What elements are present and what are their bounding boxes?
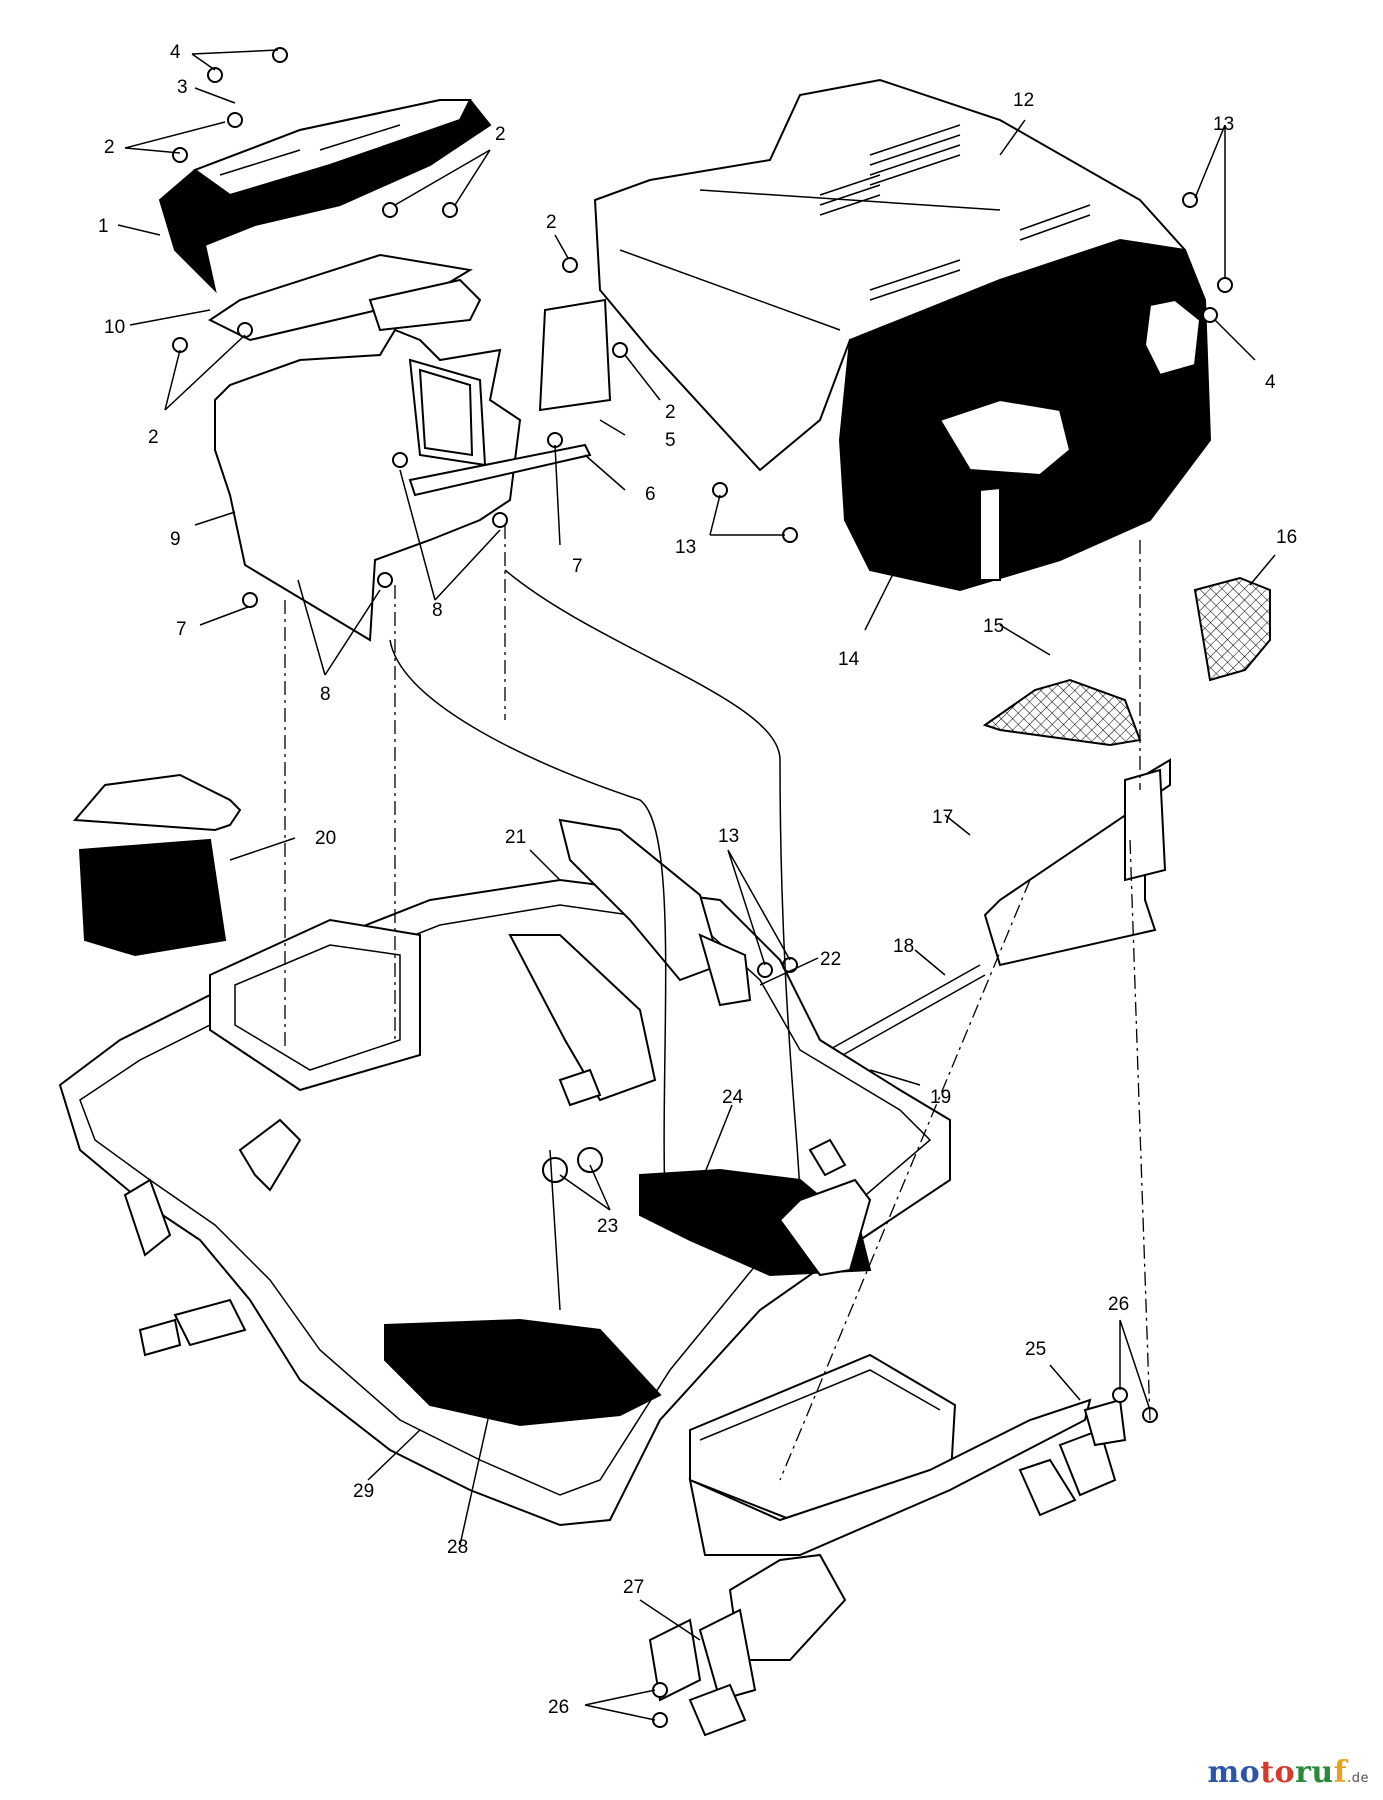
grille-left xyxy=(982,678,1142,747)
callout-20: 20 xyxy=(315,828,336,849)
callout-10: 10 xyxy=(104,317,125,338)
callout-7: 7 xyxy=(572,556,583,577)
dash-panel xyxy=(208,253,612,642)
callout-13: 13 xyxy=(675,537,696,558)
fasteners xyxy=(172,47,1233,1728)
callout-12: 12 xyxy=(1013,90,1034,111)
callout-13: 13 xyxy=(1213,114,1234,135)
hood xyxy=(593,78,1212,592)
callout-5: 5 xyxy=(665,430,676,451)
callout-4: 4 xyxy=(170,42,181,63)
callout-13: 13 xyxy=(718,826,739,847)
callout-6: 6 xyxy=(645,484,656,505)
hood-vents xyxy=(819,124,1091,301)
callout-8: 8 xyxy=(320,684,331,705)
callout-17: 17 xyxy=(932,807,953,828)
callouts: 4 3 2 2 1 2 10 2 2 5 6 7 9 8 7 8 12 13 4… xyxy=(98,42,1297,1718)
callout-23: 23 xyxy=(597,1216,618,1237)
callout-16: 16 xyxy=(1276,527,1297,548)
callout-27: 27 xyxy=(623,1577,644,1598)
battery-box xyxy=(72,773,242,957)
callout-19: 19 xyxy=(930,1087,951,1108)
callout-9: 9 xyxy=(170,529,181,550)
dash-console xyxy=(158,99,492,294)
callout-15: 15 xyxy=(983,616,1004,637)
callout-2: 2 xyxy=(495,124,506,145)
reference-lines xyxy=(284,525,1151,1481)
callout-26: 26 xyxy=(548,1697,569,1718)
motoruf-logo: motoruf.de xyxy=(1207,1755,1369,1790)
callout-3: 3 xyxy=(177,77,188,98)
callout-2: 2 xyxy=(148,427,159,448)
callout-2: 2 xyxy=(104,137,115,158)
hood-bracket xyxy=(819,758,1171,1096)
callout-22: 22 xyxy=(820,949,841,970)
fender-body xyxy=(58,818,951,1527)
callout-24: 24 xyxy=(722,1087,744,1108)
callout-21: 21 xyxy=(505,827,526,848)
callout-25: 25 xyxy=(1025,1339,1046,1360)
front-axle xyxy=(138,1298,1127,1737)
callout-2: 2 xyxy=(546,212,557,233)
callout-18: 18 xyxy=(893,936,914,957)
callout-14: 14 xyxy=(838,649,860,670)
callout-1: 1 xyxy=(98,216,109,237)
callout-26: 26 xyxy=(1108,1294,1129,1315)
callout-29: 29 xyxy=(353,1481,374,1502)
grille-right xyxy=(1193,576,1271,682)
callout-7: 7 xyxy=(176,619,187,640)
leader-lines xyxy=(117,49,1276,1721)
callout-8: 8 xyxy=(432,600,443,621)
callout-2: 2 xyxy=(665,402,676,423)
callout-28: 28 xyxy=(447,1537,468,1558)
callout-4: 4 xyxy=(1265,372,1276,393)
